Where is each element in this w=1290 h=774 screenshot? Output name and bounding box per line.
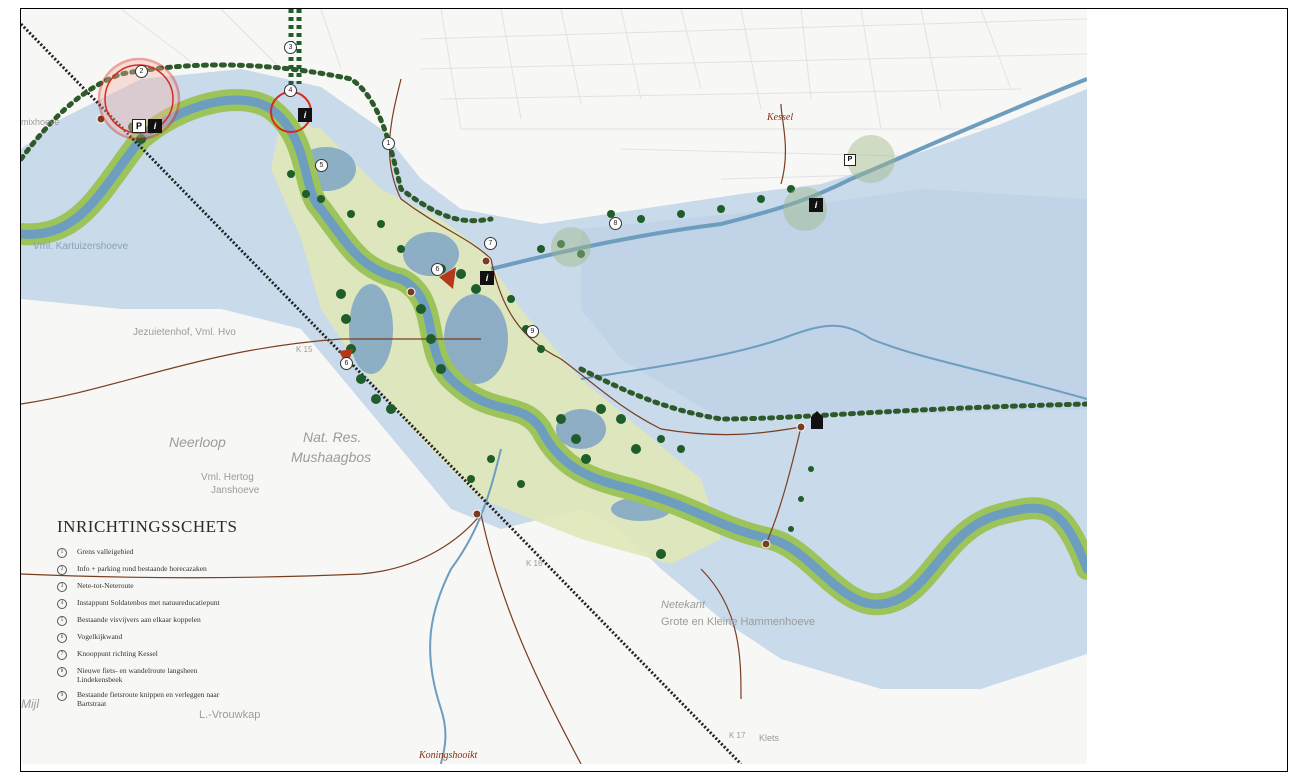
info-icon[interactable]: i bbox=[298, 108, 312, 122]
marker-5[interactable]: 5 bbox=[315, 159, 328, 172]
bird-hide-icon bbox=[439, 267, 456, 289]
legend-number: 8 bbox=[57, 667, 67, 677]
town-label-koningshooikt: Koningshooikt bbox=[419, 750, 478, 761]
place-label: Nat. Res. bbox=[303, 429, 362, 445]
building-icon bbox=[811, 411, 823, 429]
legend-number: 1 bbox=[57, 548, 67, 558]
map-svg bbox=[21, 9, 1087, 764]
info-icon[interactable]: i bbox=[809, 198, 823, 212]
info-icon[interactable]: i bbox=[148, 119, 162, 133]
town-label-kessel: Kessel bbox=[767, 112, 794, 123]
place-label: Jezuietenhof, Vml. Hvo bbox=[133, 327, 236, 338]
info-icon[interactable]: i bbox=[480, 271, 494, 285]
legend-text: Bestaande fietsroute knippen en verlegge… bbox=[77, 690, 220, 708]
legend-text: Vogelkijkwand bbox=[77, 632, 123, 641]
road-label: K 15 bbox=[296, 345, 313, 354]
legend-number: 4 bbox=[57, 599, 67, 609]
railway-line bbox=[21, 22, 743, 764]
road-label: K 16 bbox=[526, 559, 543, 568]
marker-4[interactable]: 4 bbox=[284, 84, 297, 97]
legend-number: 7 bbox=[57, 650, 67, 660]
legend-number: 3 bbox=[57, 582, 67, 592]
valley-area-north bbox=[581, 189, 1087, 419]
stream-east bbox=[580, 324, 1087, 400]
marker-8[interactable]: 8 bbox=[609, 217, 622, 230]
place-label: Klets bbox=[759, 733, 780, 743]
legend-item: 8 Nieuwe fiets- en wandelroute langsheen … bbox=[57, 666, 247, 684]
road-label: K 17 bbox=[729, 731, 746, 740]
legend-title: INRICHTINGSSCHETS bbox=[57, 517, 238, 536]
place-label: Vml. Kartuizershoeve bbox=[33, 241, 129, 252]
marker-9[interactable]: 9 bbox=[526, 325, 539, 338]
legend-item: 2 Info + parking rond bestaande horecazak… bbox=[57, 564, 247, 575]
legend-item: 5 Bestaande visvijvers aan elkaar koppele… bbox=[57, 615, 247, 626]
legend-item: 6 Vogelkijkwand bbox=[57, 632, 247, 643]
legend-text: Nieuwe fiets- en wandelroute langsheen L… bbox=[77, 666, 198, 684]
marker-1[interactable]: 1 bbox=[382, 137, 395, 150]
place-label: Janshoeve bbox=[211, 485, 260, 496]
place-label: Neerloop bbox=[169, 434, 226, 450]
parking-icon[interactable]: P bbox=[132, 119, 146, 133]
map-canvas[interactable]: mixhoeve Vml. Kartuizershoeve Jezuietenh… bbox=[21, 9, 1087, 764]
marker-6[interactable]: 6 bbox=[431, 263, 444, 276]
legend-number: 5 bbox=[57, 616, 67, 626]
route-nodes bbox=[96, 114, 806, 549]
legend-number: 9 bbox=[57, 691, 67, 701]
legend-item: 9 Bestaande fietsroute knippen en verlegg… bbox=[57, 690, 247, 708]
legend-number: 6 bbox=[57, 633, 67, 643]
parking-icon[interactable]: P bbox=[844, 154, 856, 166]
page-frame bbox=[20, 8, 1288, 772]
stream-south bbox=[429, 448, 502, 764]
legend-list: 1 Grens valleigebied 2 Info + parking rond … bbox=[57, 547, 247, 708]
highlight-circle bbox=[847, 135, 895, 183]
marker-6[interactable]: 6 bbox=[340, 357, 353, 370]
place-label: Vml. Hertog bbox=[201, 472, 254, 483]
marker-3[interactable]: 3 bbox=[284, 41, 297, 54]
legend-text: Grens valleigebied bbox=[77, 547, 134, 556]
place-label: L.-Vrouwkap bbox=[199, 709, 261, 721]
legend-item: 1 Grens valleigebied bbox=[57, 547, 247, 558]
place-label: Mijl bbox=[21, 697, 39, 711]
place-label: Mushaagbos bbox=[291, 449, 372, 465]
marker-7[interactable]: 7 bbox=[484, 237, 497, 250]
legend-item: 3 Nete-tot-Neteroute bbox=[57, 581, 247, 592]
street-grid bbox=[120, 9, 1087, 180]
legend-text: Info + parking rond bestaande horecazake… bbox=[77, 564, 207, 573]
valley-boundary bbox=[21, 62, 1087, 422]
stream-lindekensbeek bbox=[490, 77, 1087, 271]
legend-text: Bestaande visvijvers aan elkaar koppelen bbox=[77, 615, 201, 624]
place-label: Grote en Kleine Hammenhoeve bbox=[661, 616, 816, 628]
highlight-circle bbox=[551, 227, 591, 267]
marker-2[interactable]: 2 bbox=[135, 65, 148, 78]
routes bbox=[21, 78, 802, 764]
river-nete bbox=[21, 95, 1087, 609]
place-label: Netekant bbox=[661, 599, 706, 611]
legend-item: 7 Knooppunt richting Kessel bbox=[57, 649, 247, 660]
tree-clusters bbox=[128, 122, 814, 559]
legend-item: 4 Instappunt Soldatenbos met natuureducat… bbox=[57, 598, 247, 609]
legend-text: Knooppunt richting Kessel bbox=[77, 649, 158, 658]
legend-text: Nete-tot-Neteroute bbox=[77, 581, 134, 590]
legend-number: 2 bbox=[57, 565, 67, 575]
legend-text: Instappunt Soldatenbos met natuureducati… bbox=[77, 598, 220, 607]
place-label: mixhoeve bbox=[21, 117, 60, 127]
